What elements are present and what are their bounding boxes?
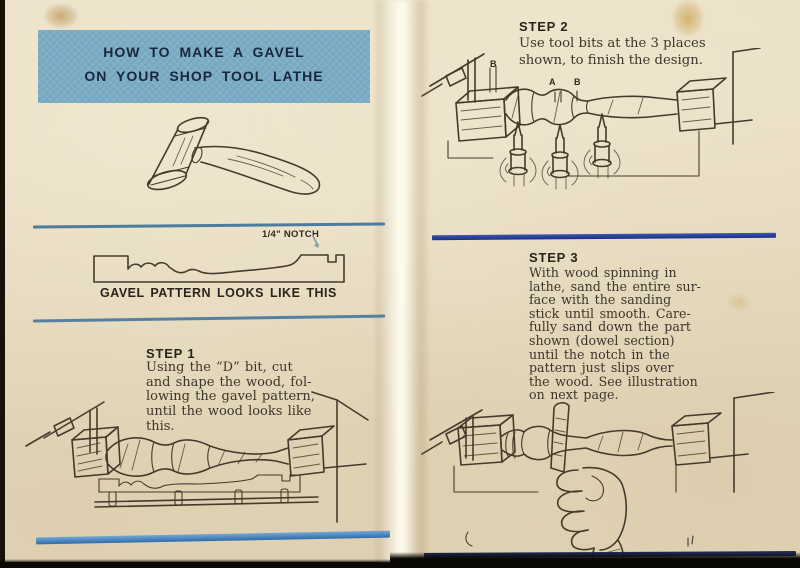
- step2-lathe-illustration: [421, 48, 761, 190]
- figure-label-a: A: [549, 77, 556, 87]
- figure-label-b-right: B: [574, 77, 581, 87]
- page-gutter-fold: [376, 0, 428, 568]
- pattern-caption: GAVEL PATTERN LOOKS LIKE THIS: [100, 286, 337, 300]
- step3-text: With wood spinning in lathe, sand the en…: [529, 265, 701, 403]
- gavel-pattern-drawing: [93, 235, 345, 283]
- stain: [44, 4, 78, 28]
- step3-heading: STEP 3: [529, 250, 579, 265]
- step2-heading: STEP 2: [519, 19, 569, 34]
- step2-text: Use tool bits at the 3 places shown, to …: [519, 36, 706, 68]
- scan-edge-left: [0, 0, 5, 568]
- figure-label-b-left: B: [490, 59, 497, 69]
- stain: [726, 292, 752, 312]
- step1-text: Using the “D” bit, cut and shape the woo…: [146, 360, 315, 434]
- step3-sanding-illustration: [421, 392, 775, 564]
- gavel-illustration: [146, 116, 321, 195]
- pen-marks: [465, 531, 694, 547]
- step1-lathe-illustration: [25, 391, 369, 523]
- stain: [672, 0, 704, 36]
- title-banner: HOW TO MAKE A GAVEL ON YOUR SHOP TOOL LA…: [38, 30, 370, 103]
- notch-label: 1/4" NOTCH: [262, 229, 320, 240]
- step1-heading: STEP 1: [146, 346, 196, 361]
- title-line-2: ON YOUR SHOP TOOL LATHE: [84, 68, 324, 84]
- scan-edge-bottom: [0, 559, 800, 568]
- title-line-1: HOW TO MAKE A GAVEL: [103, 44, 305, 60]
